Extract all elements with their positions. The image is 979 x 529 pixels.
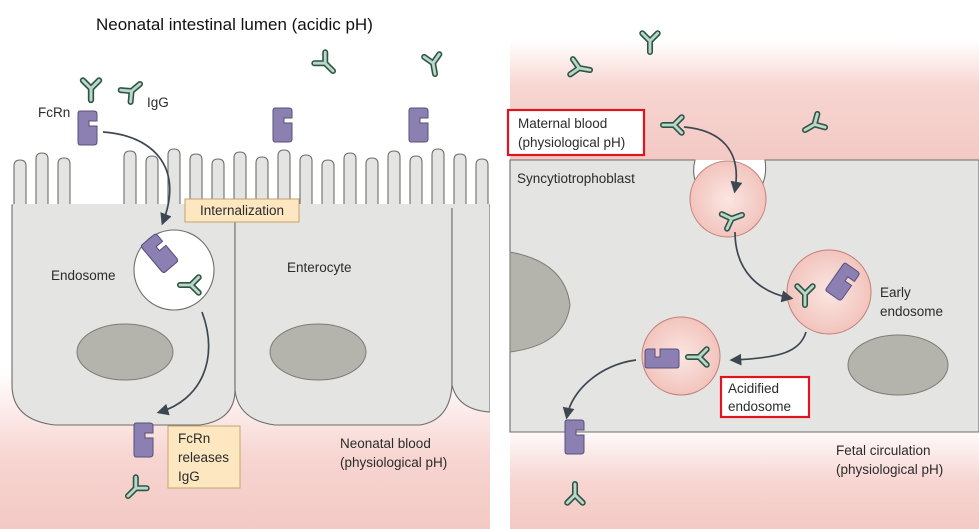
microvillus [233,151,247,205]
endosome-label: Endosome [51,268,116,283]
fcrn-basal-icon [564,419,585,455]
release-label-line1: FcRn [178,431,210,446]
microvillus [343,152,357,205]
acidified-endosome-label-line2: endosome [728,399,791,414]
syncytiotrophoblast-label: Syncytiotrophoblast [517,171,635,186]
release-box [167,425,241,489]
microvillus [211,158,225,205]
nucleus-right-panel [847,334,949,396]
forming-endosome [689,160,767,238]
enterocyte-left [11,204,236,426]
release-label-line2: releases [178,450,229,465]
nucleus-left [76,323,174,381]
early-endosome-label-line2: endosome [880,304,943,319]
fcrn-lumen-icon [77,110,98,146]
acidified-endosome-box [719,375,811,419]
microvillus [189,153,203,205]
nucleus-right [269,323,367,381]
igg-lumen-icon [314,52,338,76]
page-title: Neonatal intestinal lumen (acidic pH) [96,15,373,34]
microvillus [13,159,27,205]
fcrn-label: FcRn [38,105,70,120]
release-label-line3: IgG [178,469,200,484]
microvillus [167,148,181,205]
transcytosis-release-arrow [562,359,637,420]
microvillus [145,155,159,205]
enterocyte-edge [451,204,491,413]
fcrn-microvillus-icon [272,107,293,143]
nucleus-partial [509,251,571,353]
microvillus [365,157,379,205]
acidified-endosome-circle [641,316,721,396]
maternal-blood-label-line2: (physiological pH) [518,135,625,150]
microvillus [299,154,313,205]
left-panel: Internalization FcRn releases IgG Neonat… [0,15,491,529]
internalization-label: Internalization [200,203,284,218]
microvillus [409,155,423,205]
igg-lumen-icon [424,54,442,75]
internalization-arrow [102,131,172,226]
fetal-circulation-region [510,425,979,529]
panel-divider [490,0,510,529]
enterocyte-right [234,204,453,426]
microvillus [431,148,445,205]
endosome-transit-arrow [734,231,794,303]
microvillus [35,152,49,205]
neonatal-blood-label-line2: (physiological pH) [340,455,447,470]
igg-label: IgG [147,95,169,110]
neonatal-blood-label-line1: Neonatal blood [340,436,431,451]
microvillus [57,157,71,205]
fcrn-basolateral-icon [133,422,154,458]
enterocyte-label: Enterocyte [287,260,352,275]
microvillus [255,156,269,205]
microvillus [321,159,335,205]
microvillus [123,150,137,205]
acidification-arrow [729,331,807,366]
fcrn-microvillus-icon [408,107,429,143]
igg-lumen-icon [121,78,145,102]
acidified-endosome-label-line1: Acidified [728,381,779,396]
microvillus [387,150,401,205]
microvillus [277,149,291,205]
microvillus [475,158,489,205]
transcytosis-arrow [156,311,210,416]
right-panel: Maternal blood (physiological pH) Acidif… [490,0,979,529]
fcrn-acidified-endosome-icon [644,348,680,369]
fetal-circulation-label-line2: (physiological pH) [836,462,943,477]
microvillus [453,153,467,205]
early-endosome-label-line1: Early [880,285,911,300]
igg-lumen-icon [83,80,99,100]
uptake-arrow [683,126,743,194]
maternal-blood-box [506,108,646,157]
maternal-blood-label-line1: Maternal blood [518,116,607,131]
fetal-circulation-label-line1: Fetal circulation [836,443,931,458]
internalization-box [184,198,300,223]
